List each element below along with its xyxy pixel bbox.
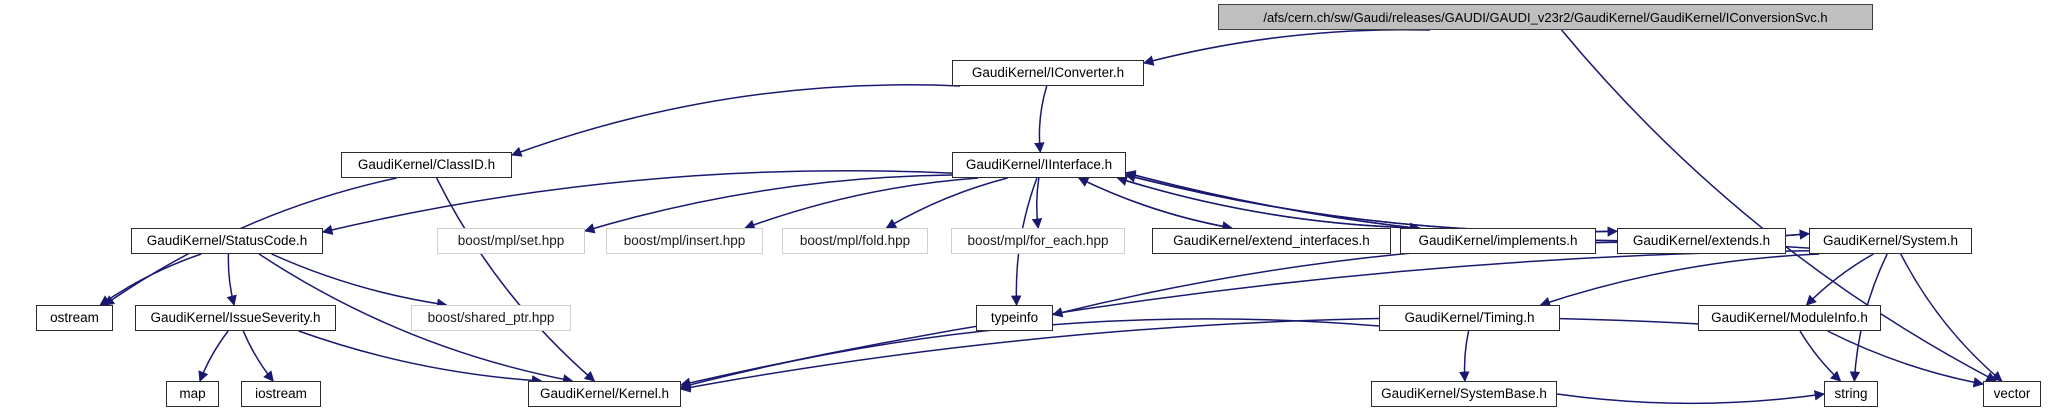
edge-statuscode-to-sharedptr <box>271 253 448 309</box>
node-map[interactable]: map <box>166 381 219 407</box>
node-string[interactable]: string <box>1824 381 1878 407</box>
edge-issuesev-to-kernel <box>298 330 543 386</box>
edge-system-to-vector <box>1900 253 2003 382</box>
node-iconverter[interactable]: GaudiKernel/IConverter.h <box>952 60 1144 86</box>
node-extends[interactable]: GaudiKernel/extends.h <box>1617 228 1786 254</box>
edge-system-to-kernel <box>679 249 1810 388</box>
node-classid[interactable]: GaudiKernel/ClassID.h <box>341 152 512 178</box>
node-statuscode[interactable]: GaudiKernel/StatusCode.h <box>131 228 323 254</box>
edge-iinterface-to-mplinsert <box>744 177 979 230</box>
node-implements[interactable]: GaudiKernel/implements.h <box>1400 228 1596 254</box>
node-root[interactable]: /afs/cern.ch/sw/Gaudi/releases/GAUDI/GAU… <box>1218 4 1873 30</box>
node-issuesev[interactable]: GaudiKernel/IssueSeverity.h <box>135 305 336 331</box>
edge-system-to-timing <box>1539 253 1820 308</box>
edge-moduleinfo-to-string <box>1799 330 1842 382</box>
node-ostream[interactable]: ostream <box>36 305 113 331</box>
edge-iconverter-to-iinterface <box>1034 85 1048 154</box>
edge-iinterface-to-mplforeach <box>1031 177 1043 230</box>
edge-issuesev-to-iostream <box>242 330 274 382</box>
edge-extendif-to-iinterface <box>1077 177 1232 229</box>
edge-system-to-moduleinfo <box>1805 253 1874 306</box>
edge-iinterface-to-statuscode <box>321 169 953 235</box>
edge-statuscode-to-kernel <box>258 253 574 385</box>
edge-iconverter-to-classid <box>511 84 961 157</box>
edge-timing-to-systembase <box>1459 330 1470 383</box>
edge-issuesev-to-map <box>198 330 229 382</box>
node-kernel[interactable]: GaudiKernel/Kernel.h <box>528 381 681 407</box>
node-sharedptr[interactable]: boost/shared_ptr.hpp <box>411 305 571 331</box>
edge-moduleinfo-to-vector <box>1827 330 1985 388</box>
edge-iinterface-to-extends <box>1125 174 1619 237</box>
edge-systembase-to-string <box>1556 390 1826 405</box>
node-timing[interactable]: GaudiKernel/Timing.h <box>1379 305 1560 331</box>
edge-root-to-iconverter <box>1142 28 1431 66</box>
node-mplfold[interactable]: boost/mpl/fold.hpp <box>782 228 928 254</box>
node-iinterface[interactable]: GaudiKernel/IInterface.h <box>952 152 1126 178</box>
node-typeinfo[interactable]: typeinfo <box>976 305 1053 331</box>
edge-iinterface-to-mplfold <box>885 177 1008 229</box>
edge-iinterface-to-mplset <box>583 174 953 234</box>
edge-extends-to-iinterface <box>1124 172 1618 233</box>
node-moduleinfo[interactable]: GaudiKernel/ModuleInfo.h <box>1698 305 1881 331</box>
edge-implements-to-iinterface <box>1116 175 1420 229</box>
node-mplset[interactable]: boost/mpl/set.hpp <box>437 228 585 254</box>
node-systembase[interactable]: GaudiKernel/SystemBase.h <box>1371 381 1557 407</box>
node-system[interactable]: GaudiKernel/System.h <box>1809 228 1972 254</box>
node-mplforeach[interactable]: boost/mpl/for_each.hpp <box>951 228 1125 254</box>
node-vector[interactable]: vector <box>1983 381 2041 407</box>
node-mplinsert[interactable]: boost/mpl/insert.hpp <box>606 228 763 254</box>
edge-statuscode-to-ostream <box>99 253 202 306</box>
edge-classid-to-kernel <box>435 177 596 382</box>
edge-classid-to-ostream <box>103 177 397 306</box>
node-iostream[interactable]: iostream <box>241 381 321 407</box>
node-extendif[interactable]: GaudiKernel/extend_interfaces.h <box>1152 228 1391 254</box>
edge-root-to-vector <box>1561 29 1997 382</box>
edge-statuscode-to-issuesev <box>226 253 237 307</box>
